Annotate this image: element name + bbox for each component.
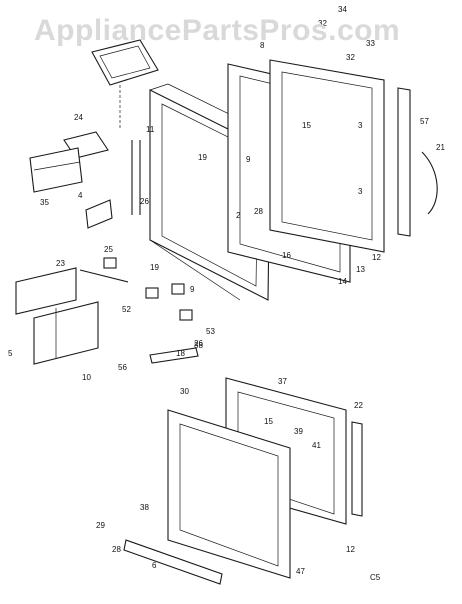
callout-number: 11: [146, 125, 155, 134]
callout-number: 26: [194, 339, 203, 348]
callout-number: 38: [194, 341, 203, 350]
callout-number: 9: [246, 155, 251, 164]
bracket-22-part: [351, 421, 363, 517]
callout-number: 9: [190, 285, 195, 294]
callout-number: 52: [122, 305, 131, 314]
callout-number: 32: [346, 53, 355, 62]
dairy-bin-part: [29, 147, 83, 193]
callout-number: 5: [8, 349, 13, 358]
crisper-drawer-part: [15, 267, 99, 365]
callout-number: 15: [302, 121, 311, 130]
callout-number: 24: [74, 113, 83, 122]
callout-number: 10: [82, 373, 91, 382]
callout-number: 13: [356, 265, 365, 274]
callout-number: 56: [118, 363, 127, 372]
callout-number: 34: [338, 5, 347, 14]
callout-number: 53: [206, 327, 215, 336]
callout-number: 29: [96, 521, 105, 530]
callout-number: 41: [312, 441, 321, 450]
callout-number: 25: [104, 245, 113, 254]
callout-number: 12: [372, 253, 381, 262]
callout-number: 4: [78, 191, 83, 200]
callout-number: 30: [180, 387, 189, 396]
callout-number: 23: [56, 259, 65, 268]
freezer-door-part: [167, 409, 291, 579]
callout-number: 14: [338, 277, 347, 286]
callout-number: 18: [176, 349, 185, 358]
fresh-food-door-part: [269, 59, 385, 253]
callout-number: 22: [354, 401, 363, 410]
callout-number: 28: [112, 545, 121, 554]
callout-number: 35: [40, 198, 49, 207]
handle-strip-part: [397, 87, 411, 237]
watermark-text: AppliancePartsPros.com: [34, 14, 401, 47]
callout-number: 6: [152, 561, 157, 570]
bracket-4-part: [85, 199, 113, 229]
callout-number: 37: [278, 377, 287, 386]
callout-number: 33: [366, 39, 375, 48]
callout-number: 19: [150, 263, 159, 272]
callout-number: 38: [140, 503, 149, 512]
callout-number: 28: [254, 207, 263, 216]
callout-number: 15: [264, 417, 273, 426]
callout-number: 3: [358, 187, 363, 196]
freezer-handle-part: [123, 539, 223, 585]
shelf-rail-part: [131, 140, 141, 215]
callout-number: 47: [296, 567, 305, 576]
callout-number: 26: [140, 197, 149, 206]
rod-23-part: [79, 269, 129, 283]
trim-30-part: [149, 347, 199, 364]
callout-number: 3: [358, 121, 363, 130]
callout-number: 21: [436, 143, 445, 152]
callout-number: 8: [260, 41, 265, 50]
door-handle-part: [421, 151, 438, 215]
callout-number: 19: [198, 153, 207, 162]
callout-number: 2: [236, 211, 241, 220]
crisper-cover-part: [91, 39, 159, 130]
callout-number: 39: [294, 427, 303, 436]
callout-number: 57: [420, 117, 429, 126]
callout-number: 12: [346, 545, 355, 554]
callout-number: 16: [282, 251, 291, 260]
small-clip-parts: [103, 257, 193, 321]
figure-code-label: C5: [370, 573, 381, 582]
callout-number: 32: [318, 19, 327, 28]
